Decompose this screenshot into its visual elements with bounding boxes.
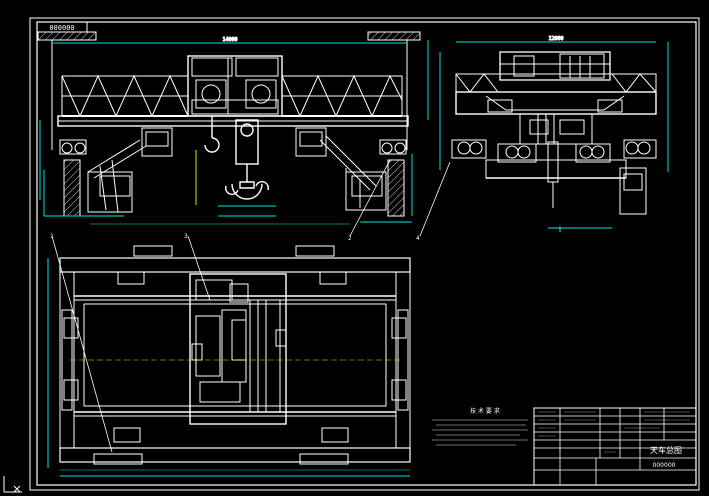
plan-top-end-truck: [59, 257, 411, 273]
side-hook-shaft: [547, 141, 559, 183]
front-elevation-view: 14000: [37, 31, 429, 225]
left-end-truck: [59, 139, 87, 155]
drawing-code-bottom: 000000: [653, 462, 676, 469]
left-operator-cab: [141, 127, 173, 157]
side-elevation-view: 12000: [439, 36, 669, 232]
left-rail-hatch: [37, 31, 97, 41]
right-support-column: [387, 159, 405, 217]
leader-lines: [51, 159, 451, 453]
side-operator-cab: [619, 167, 647, 215]
sheet-border: [29, 17, 700, 491]
left-ladder: [87, 139, 147, 213]
trolley-assembly: [187, 55, 283, 117]
main-hook-block: [224, 119, 270, 200]
balloon-2: 2: [348, 235, 352, 242]
plan-view: [47, 245, 411, 477]
side-trolley-top: [499, 51, 611, 81]
right-end-truck: [379, 139, 407, 155]
right-operator-cab: [295, 127, 327, 157]
balloon-1: 1: [50, 233, 54, 240]
balloon-3: 3: [184, 233, 188, 240]
small-hook: [204, 116, 220, 153]
drawing-code-top: 000000: [49, 24, 74, 32]
drawing-title: 天车总图: [650, 445, 682, 455]
left-support-column: [63, 159, 81, 217]
balloon-4: 4: [416, 235, 420, 242]
plan-bottom-end-truck: [59, 447, 411, 463]
side-girder-box: [455, 91, 657, 115]
technical-notes: 技 术 要 求: [432, 407, 528, 446]
drawing-code-box: 000000: [36, 21, 88, 33]
notes-heading: 技 术 要 求: [470, 407, 500, 415]
right-rail-hatch: [367, 31, 421, 41]
svg-text:14000: 14000: [222, 37, 237, 43]
svg-text:12000: 12000: [548, 36, 563, 42]
ucs-axis-icon: [3, 476, 22, 493]
side-wheels: [457, 141, 651, 159]
title-block: [533, 407, 697, 486]
plan-trolley: [189, 273, 287, 425]
